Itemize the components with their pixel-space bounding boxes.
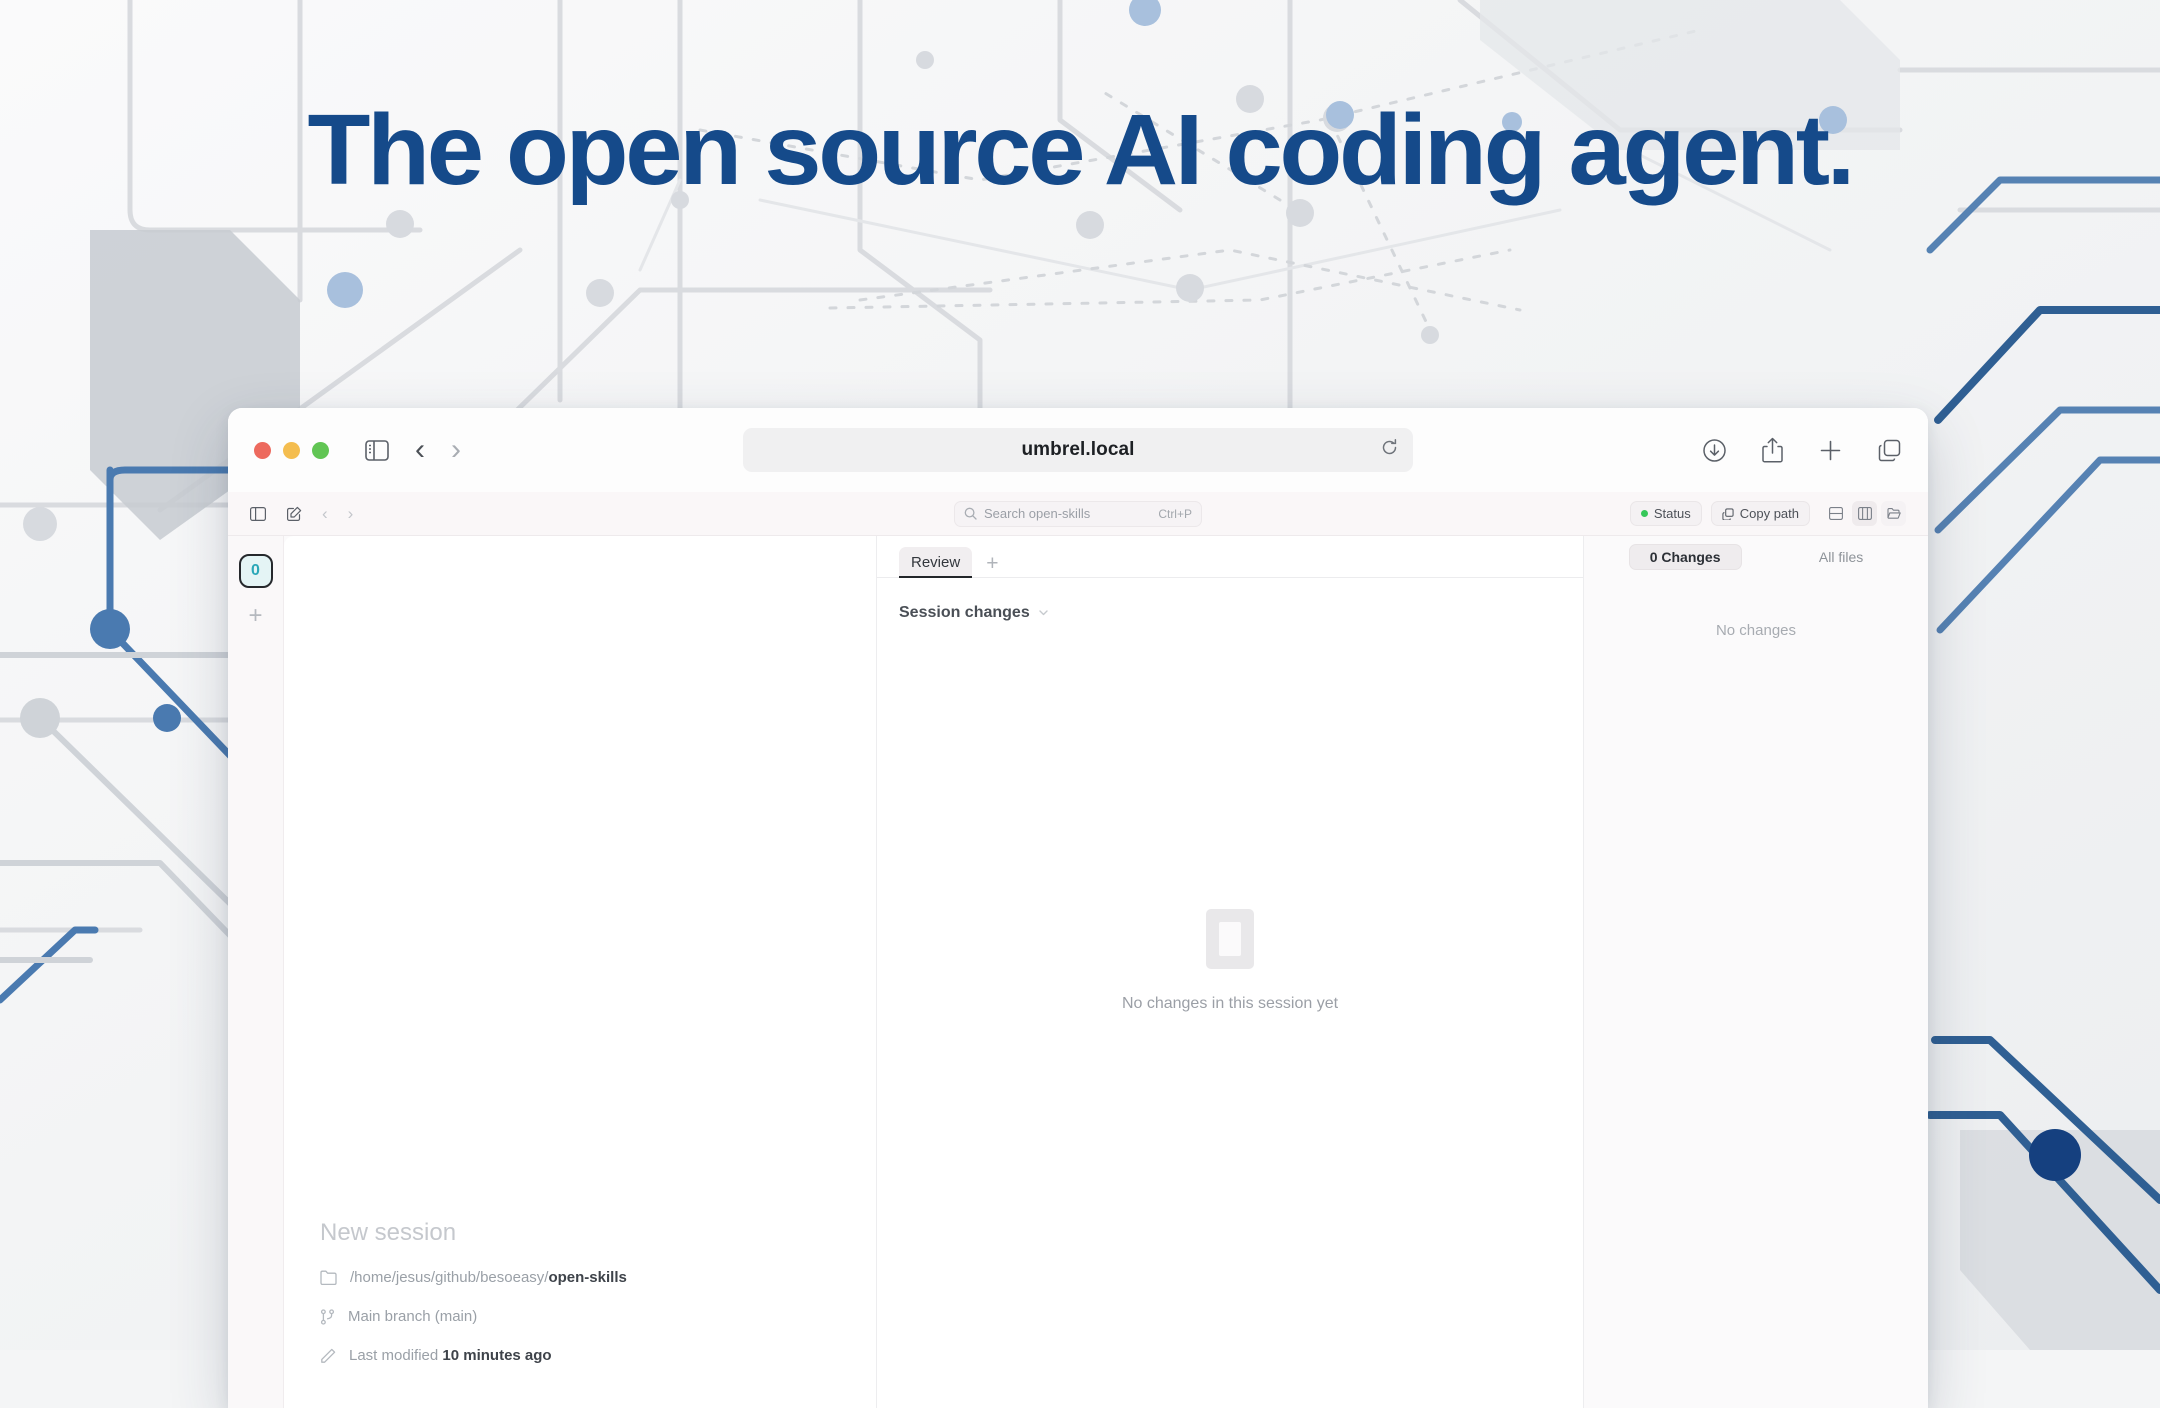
- browser-back-button[interactable]: ‹: [415, 435, 425, 465]
- split-vertical-icon[interactable]: [1852, 501, 1877, 526]
- center-pane: Review + Session changes No changes in t…: [877, 536, 1583, 1408]
- status-indicator-dot: [1641, 510, 1648, 517]
- search-shortcut: Ctrl+P: [1158, 507, 1192, 521]
- branch-icon: [320, 1309, 335, 1325]
- sidebar-icon[interactable]: [365, 440, 389, 461]
- new-tab-icon[interactable]: [1818, 438, 1843, 463]
- browser-forward-button[interactable]: ›: [451, 435, 461, 465]
- session-path-prefix: /home/jesus/github/besoeasy/: [350, 1269, 548, 1286]
- changes-empty-text: No changes: [1584, 578, 1928, 639]
- copy-path-button[interactable]: Copy path: [1711, 501, 1810, 526]
- compose-icon[interactable]: [286, 506, 302, 522]
- close-window-button[interactable]: [254, 442, 271, 459]
- minimize-window-button[interactable]: [283, 442, 300, 459]
- session-branch-row: Main branch (main): [320, 1308, 846, 1325]
- session-rail: 0 +: [228, 536, 284, 1408]
- copy-icon: [1722, 508, 1734, 520]
- session-pane: New session /home/jesus/github/besoeasy/…: [284, 536, 877, 1408]
- download-icon[interactable]: [1702, 438, 1727, 463]
- empty-state: No changes in this session yet: [877, 568, 1583, 1354]
- session-branch: Main branch (main): [348, 1308, 477, 1325]
- segment-all-files[interactable]: All files: [1799, 544, 1883, 570]
- reload-icon[interactable]: [1380, 438, 1399, 462]
- session-path: /home/jesus/github/besoeasy/open-skills: [350, 1269, 627, 1286]
- copy-path-label: Copy path: [1740, 506, 1799, 521]
- session-path-row: /home/jesus/github/besoeasy/open-skills: [320, 1269, 846, 1286]
- address-bar-text: umbrel.local: [1021, 439, 1134, 461]
- browser-window: ‹ › umbrel.local: [228, 408, 1928, 1408]
- app-nav-back[interactable]: ‹: [322, 505, 328, 522]
- add-session-button[interactable]: +: [248, 604, 262, 628]
- search-input[interactable]: Search open-skills Ctrl+P: [954, 501, 1202, 527]
- empty-file-icon: [1206, 909, 1254, 969]
- share-icon[interactable]: [1761, 437, 1784, 463]
- browser-titlebar: ‹ › umbrel.local: [228, 408, 1928, 492]
- session-info: New session /home/jesus/github/besoeasy/…: [320, 1219, 846, 1386]
- maximize-window-button[interactable]: [312, 442, 329, 459]
- app-toolbar: ‹ › Search open-skills Ctrl+P Status: [228, 492, 1928, 536]
- panel-toggle-icon[interactable]: [250, 507, 266, 521]
- tab-overview-icon[interactable]: [1877, 438, 1902, 463]
- changes-pane: 0 Changes All files No changes: [1583, 536, 1928, 1408]
- segment-changes[interactable]: 0 Changes: [1629, 544, 1742, 570]
- app-nav-forward[interactable]: ›: [348, 505, 354, 522]
- empty-state-text: No changes in this session yet: [1122, 995, 1338, 1013]
- folder-icon: [320, 1270, 337, 1285]
- app-body: 0 + New session /home/jesus/github/besoe…: [228, 536, 1928, 1408]
- window-controls: [254, 442, 329, 459]
- session-badge[interactable]: 0: [239, 554, 273, 588]
- session-title: New session: [320, 1219, 846, 1247]
- changes-segmented-control: 0 Changes All files: [1584, 536, 1928, 578]
- browser-toolbar-right: [1702, 437, 1902, 463]
- address-bar[interactable]: umbrel.local: [743, 428, 1413, 472]
- folder-open-icon[interactable]: [1881, 501, 1906, 526]
- search-icon: [964, 507, 977, 520]
- split-horizontal-icon[interactable]: [1823, 501, 1848, 526]
- search-placeholder: Search open-skills: [984, 506, 1090, 521]
- status-badge[interactable]: Status: [1630, 501, 1702, 526]
- session-path-repo: open-skills: [548, 1269, 626, 1286]
- status-label: Status: [1654, 506, 1691, 521]
